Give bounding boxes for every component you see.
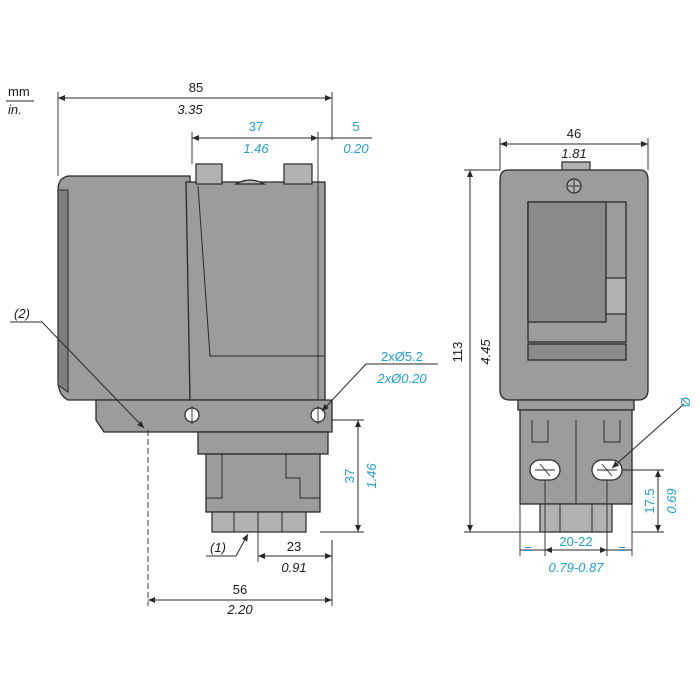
dim-diameter: Ø — [678, 397, 693, 407]
dim-holes-in: 2xØ0.20 — [376, 371, 427, 386]
dim-slot-spacing-in: 0.79-0.87 — [549, 560, 605, 575]
top-cap-right — [283, 163, 313, 185]
side-view: 85 3.35 37 1.46 5 0.20 2xØ5.2 2xØ0.20 37… — [10, 80, 438, 617]
dim-front-height-mm: 113 — [450, 342, 465, 363]
front-label-strip — [527, 343, 627, 361]
dim-slot-height-mm: 17.5 — [642, 488, 657, 513]
front-cable-entry — [539, 503, 613, 533]
dim-front-width-mm: 46 — [567, 126, 581, 141]
equal-right: = — [618, 541, 626, 556]
housing-right — [185, 181, 326, 401]
callout-2: (2) — [14, 306, 30, 321]
dim-offset-in: 0.20 — [343, 141, 369, 156]
dim-hole-spacing-in: 1.46 — [243, 141, 269, 156]
unit-mm: mm — [8, 84, 30, 99]
dim-base-width-in: 2.20 — [226, 602, 253, 617]
dim-hole-spacing-mm: 37 — [249, 119, 263, 134]
housing-left — [57, 175, 191, 401]
units-legend: mm in. — [6, 84, 34, 117]
dim-slot-spacing-mm: 20-22 — [559, 534, 592, 549]
dim-slot-height-in: 0.69 — [664, 488, 679, 513]
equal-left: = — [524, 541, 532, 556]
dim-holes-mm: 2xØ5.2 — [381, 349, 423, 364]
dim-lower-height-in: 1.46 — [364, 463, 379, 489]
mounting-plate — [95, 399, 333, 433]
dim-lower-height-mm: 37 — [342, 469, 357, 483]
front-view: 46 1.81 113 4.45 17.5 0.69 Ø 20-22 0.79-… — [450, 126, 693, 575]
dim-base-width-mm: 56 — [233, 582, 247, 597]
callout-1: (1) — [210, 540, 226, 555]
dim-front-width-in: 1.81 — [561, 146, 586, 161]
dim-lower-width-mm: 23 — [287, 539, 301, 554]
dim-overall-width-in: 3.35 — [177, 102, 203, 117]
dim-offset-mm: 5 — [352, 119, 359, 134]
dim-overall-width-mm: 85 — [189, 80, 203, 95]
unit-in: in. — [8, 102, 22, 117]
dim-lower-width-in: 0.91 — [281, 560, 306, 575]
top-cap-left — [195, 163, 223, 185]
dim-front-height-in: 4.45 — [478, 339, 493, 365]
cable-entry — [211, 511, 307, 533]
lower-block — [205, 453, 321, 513]
